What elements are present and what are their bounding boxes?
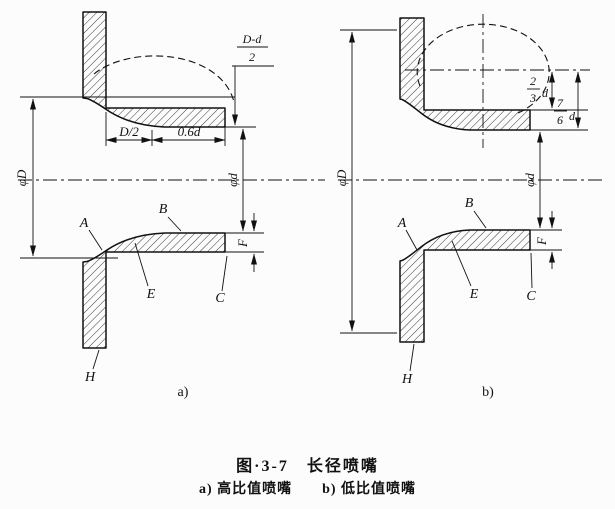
dim-F-label-b: F <box>534 236 549 246</box>
point-label-C-b: C <box>526 289 536 304</box>
point-label-A-b: A <box>397 216 407 231</box>
point-label-E-a: E <box>146 287 156 302</box>
dimension-lines-a <box>30 46 274 272</box>
nozzle-a-lower-section <box>82 232 226 349</box>
extension-lines-b <box>340 29 588 334</box>
figure-caption-subtitle: a) 高比值喷嘴 b) 低比值喷嘴 <box>198 482 417 497</box>
frac76-den-b: 6 <box>557 113 563 127</box>
nozzle-a-upper-section <box>82 11 226 128</box>
leader-lines-b <box>405 210 533 372</box>
dim-06d-label-a: 0.6d <box>178 124 201 139</box>
point-label-H-a: H <box>84 370 96 385</box>
dim-phiD-label-a: φD <box>14 169 29 186</box>
centerlines-b <box>338 14 602 181</box>
point-label-B-b: B <box>465 196 474 211</box>
dim-frac-den-a: 2 <box>249 50 255 64</box>
point-label-E-b: E <box>469 287 479 302</box>
leader-lines-a <box>88 216 228 370</box>
dim-phid-label-b: φd <box>522 173 537 187</box>
frac76-d-b: d <box>569 109 576 123</box>
point-label-C-a: C <box>215 291 225 306</box>
phantom-ellipse-arc-b <box>416 23 550 114</box>
drawing-a: D-d 2 D/2 0.6d φD φd F A B C E H a) <box>14 11 325 400</box>
dim-dhalf-label-a: D/2 <box>118 124 139 139</box>
figure-caption-title: 图·3-7 长径喷嘴 <box>236 458 379 475</box>
dim-F-label-a: F <box>235 238 250 248</box>
nozzle-b-body-sections <box>399 17 531 343</box>
point-label-B-a: B <box>159 202 168 217</box>
sublabel-b: b) <box>482 385 494 400</box>
point-label-H-b: H <box>401 372 413 387</box>
dimension-lines-b <box>349 31 581 332</box>
nozzle-a-body-sections <box>82 11 226 349</box>
dim-phid-label-a: φd <box>225 173 240 187</box>
dim-frac-num-a: D-d <box>242 32 263 46</box>
frac23-d-b: d <box>542 86 549 100</box>
phantom-ellipse-arc-a <box>93 55 235 103</box>
sublabel-a: a) <box>178 385 189 400</box>
nozzle-b-upper-section <box>399 17 531 131</box>
frac23-den-b: 3 <box>529 91 536 105</box>
dim-phiD-label-b: φD <box>334 169 349 186</box>
frac76-num-b: 7 <box>557 96 564 110</box>
drawing-b: 2 3 d 7 6 d φD φd F A B C E H b) <box>334 14 602 400</box>
point-label-A-a: A <box>79 216 89 231</box>
frac23-num-b: 2 <box>530 74 536 88</box>
nozzle-b-lower-section <box>399 229 531 343</box>
